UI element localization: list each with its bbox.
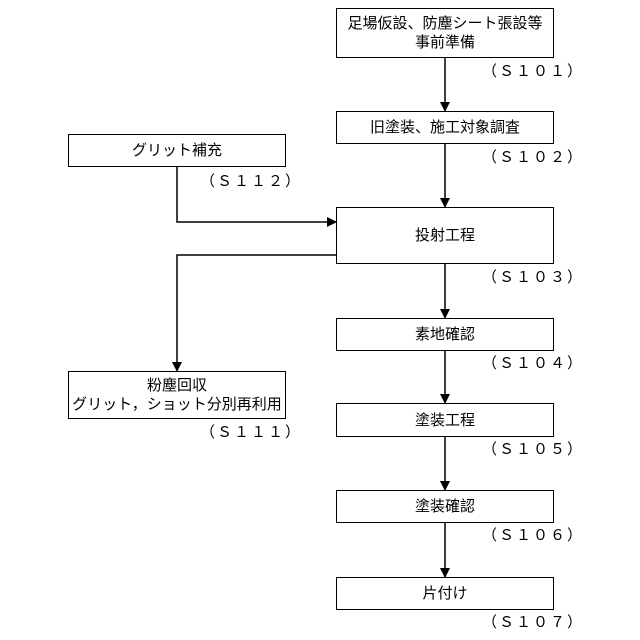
- step-s101-box: 足場仮設、防塵シート張設等 事前準備: [336, 8, 554, 58]
- step-s102-box: 旧塗装、施工対象調査: [336, 111, 554, 144]
- step-s102-code: （Ｓ１０２）: [482, 146, 584, 167]
- step-s107-label: 片付け: [422, 584, 467, 603]
- step-s101-line1: 足場仮設、防塵シート張設等: [347, 14, 542, 33]
- step-s112-box: グリット補充: [68, 134, 286, 167]
- step-s111-line2: グリット，ショット分別再利用: [72, 395, 282, 414]
- step-s112-code: （Ｓ１１２）: [200, 170, 302, 191]
- step-s103-label: 投射工程: [415, 226, 475, 245]
- step-s106-code: （Ｓ１０６）: [482, 524, 584, 545]
- step-s104-label: 素地確認: [415, 325, 475, 344]
- step-s106-label: 塗装確認: [415, 497, 475, 516]
- step-s103-code: （Ｓ１０３）: [482, 266, 584, 287]
- step-s103-box: 投射工程: [336, 207, 554, 264]
- step-s105-label: 塗装工程: [415, 411, 475, 430]
- step-s104-box: 素地確認: [336, 318, 554, 351]
- step-s105-box: 塗装工程: [336, 403, 554, 437]
- step-s104-code: （Ｓ１０４）: [482, 352, 584, 373]
- step-s102-label: 旧塗装、施工対象調査: [370, 118, 520, 137]
- step-s107-box: 片付け: [336, 577, 554, 610]
- arrow-s103-to-s111: [177, 255, 336, 371]
- step-s111-code: （Ｓ１１１）: [200, 421, 302, 442]
- step-s101-code: （Ｓ１０１）: [482, 60, 584, 81]
- step-s101-line2: 事前準備: [415, 33, 475, 52]
- step-s112-label: グリット補充: [132, 141, 222, 160]
- step-s105-code: （Ｓ１０５）: [482, 438, 584, 459]
- step-s106-box: 塗装確認: [336, 490, 554, 523]
- step-s111-box: 粉塵回収 グリット，ショット分別再利用: [68, 371, 286, 419]
- step-s111-line1: 粉塵回収: [147, 376, 207, 395]
- step-s107-code: （Ｓ１０７）: [482, 611, 584, 632]
